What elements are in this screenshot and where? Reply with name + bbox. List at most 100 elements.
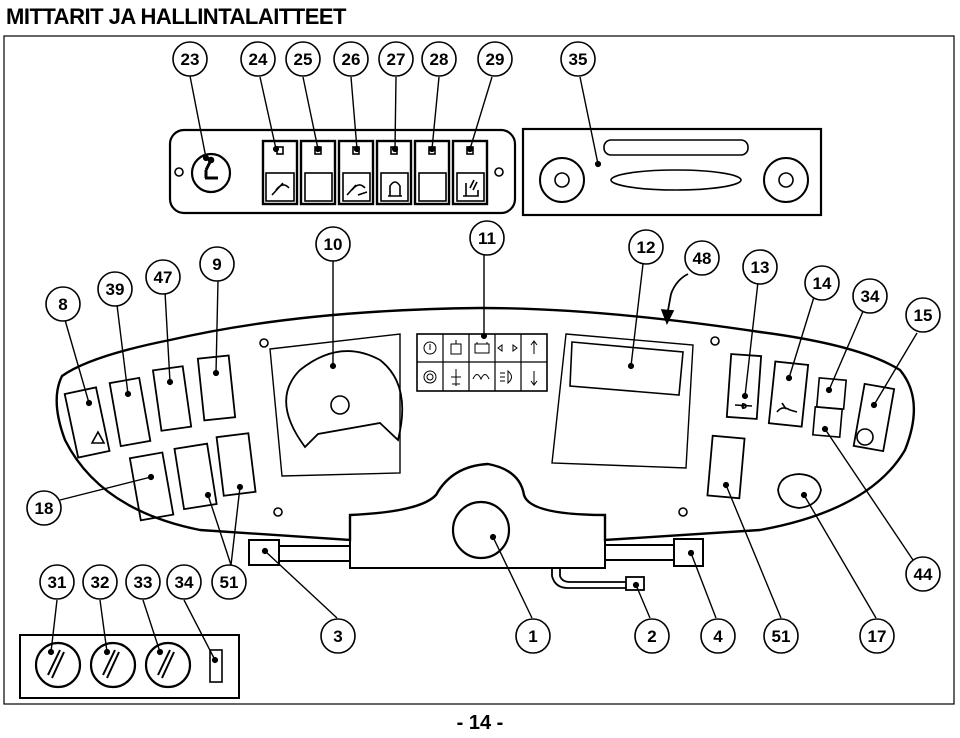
parking-brake-icon <box>856 428 874 446</box>
ignition-key <box>190 152 232 194</box>
beacon-icon <box>388 181 402 197</box>
switch-34-lower <box>209 649 223 683</box>
callout-2: 2 <box>634 618 670 654</box>
left-stalk-knob <box>248 539 280 566</box>
speedometer-housing <box>269 333 401 477</box>
callout-34b: 34 <box>166 564 202 600</box>
callout-12: 12 <box>628 229 664 265</box>
rocker-switch-27 <box>375 139 413 206</box>
oil-icon <box>450 340 462 355</box>
callout-31: 31 <box>39 564 75 600</box>
info-display <box>569 341 684 396</box>
callout-23: 23 <box>172 41 208 77</box>
cab-lock-icon <box>777 473 822 509</box>
callout-number: 1 <box>528 627 537 646</box>
battery-icon <box>474 342 490 354</box>
callout-number: 24 <box>249 50 268 69</box>
callout-26: 26 <box>333 41 369 77</box>
column-lever-tip <box>625 576 645 591</box>
callout-51a: 51 <box>211 564 247 600</box>
glow-plug-icon <box>472 374 490 381</box>
indicator-icon <box>497 344 518 352</box>
coolant-icon <box>451 369 461 386</box>
radio-panel <box>521 127 823 217</box>
callout-10: 10 <box>315 226 351 262</box>
callout-13: 13 <box>742 249 778 285</box>
callout-number: 33 <box>134 573 153 592</box>
parking-brake-icon <box>423 370 437 384</box>
arrow-up-icon <box>530 340 538 354</box>
callout-number: 8 <box>58 295 67 314</box>
left-stalk <box>279 545 350 562</box>
steering-column-hub <box>451 500 511 560</box>
wiper-icon <box>271 182 290 196</box>
callout-24: 24 <box>240 41 276 77</box>
callout-34a: 34 <box>852 278 888 314</box>
right-stalk <box>605 544 674 561</box>
switch-9 <box>196 354 237 422</box>
switch-44 <box>811 406 844 439</box>
callout-25: 25 <box>285 41 321 77</box>
switch-15 <box>852 382 896 453</box>
callout-number: 29 <box>486 50 505 69</box>
callout-number: 34 <box>861 287 880 306</box>
knob-33 <box>144 641 192 689</box>
rocker-switch-24 <box>261 139 299 206</box>
switch-13 <box>725 353 763 420</box>
callout-number: 11 <box>478 229 496 248</box>
callout-number: 25 <box>294 50 313 69</box>
display-housing <box>551 333 694 469</box>
callout-35: 35 <box>560 41 596 77</box>
callout-number: 51 <box>220 573 239 592</box>
callout-4: 4 <box>700 618 736 654</box>
callout-11: 11 <box>469 220 505 256</box>
cd-slot <box>603 139 749 156</box>
callout-number: 44 <box>914 565 933 584</box>
switch-51-right <box>706 434 746 500</box>
headlight-icon <box>500 369 512 385</box>
callout-39: 39 <box>97 271 133 307</box>
callout-29: 29 <box>477 41 513 77</box>
callout-number: 14 <box>813 274 832 293</box>
rabbit-icon <box>776 402 798 413</box>
switch-39 <box>108 376 152 448</box>
callout-44: 44 <box>905 556 941 592</box>
knob-32 <box>89 641 137 689</box>
radio-knob-right <box>763 157 809 203</box>
callout-number: 12 <box>637 238 656 257</box>
page-title: MITTARIT JA HALLINTALAITTEET <box>6 4 347 29</box>
callout-number: 2 <box>647 627 656 646</box>
callout-8: 8 <box>45 286 81 322</box>
callout-number: 48 <box>693 249 712 268</box>
upper-switch-panel <box>168 128 517 215</box>
lower-left-panel <box>19 634 240 699</box>
callout-28: 28 <box>421 41 457 77</box>
callout-number: 17 <box>868 627 887 646</box>
knob-31 <box>34 641 82 689</box>
callout-number: 10 <box>324 235 343 254</box>
callout-number: 51 <box>772 627 791 646</box>
callout-number: 4 <box>713 627 723 646</box>
switch-47 <box>151 365 193 432</box>
callout-number: 15 <box>914 306 933 325</box>
radio-knob-left <box>539 157 585 203</box>
warning-light-icon <box>423 341 437 355</box>
column-lever <box>551 568 626 589</box>
callout-number: 39 <box>106 280 125 299</box>
callout-number: 13 <box>751 258 770 277</box>
switch-51-a <box>173 442 218 511</box>
washer-icon <box>346 184 368 196</box>
callout-number: 3 <box>333 627 342 646</box>
callout-number: 26 <box>342 50 361 69</box>
callout-number: 35 <box>569 50 588 69</box>
callout-number: 47 <box>154 268 173 287</box>
steering-column-body <box>349 515 606 569</box>
callout-14: 14 <box>804 265 840 301</box>
right-stalk-knob <box>673 538 704 567</box>
callout-47: 47 <box>145 259 181 295</box>
callout-9: 9 <box>199 246 235 282</box>
rocker-switch-28 <box>413 139 451 206</box>
callout-number: 31 <box>48 573 67 592</box>
callout-18: 18 <box>26 490 62 526</box>
